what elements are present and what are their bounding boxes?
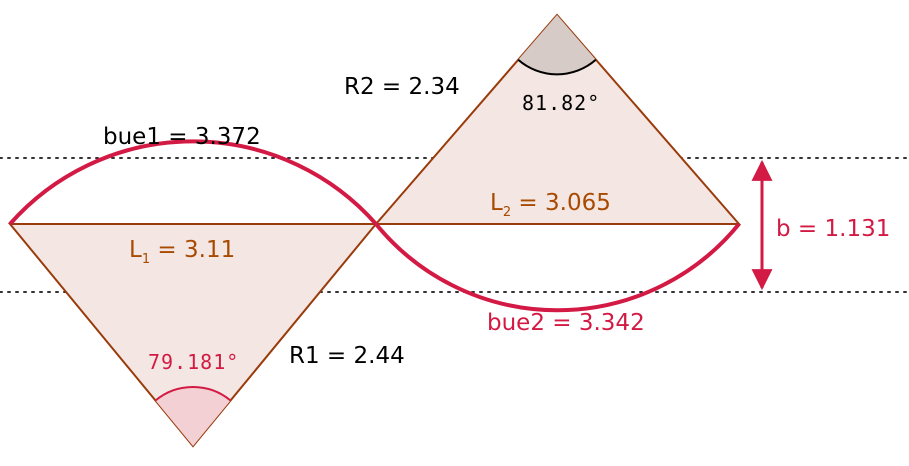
angle-2-arc: [517, 59, 597, 76]
label-r1: R1 = 2.44: [289, 343, 405, 369]
label-angle-2: 81.82°: [522, 91, 600, 115]
label-l1-sub: 1: [142, 252, 150, 267]
label-l2-value: = 3.065: [511, 190, 611, 216]
angle-2-sector: [518, 15, 596, 75]
label-angle-1: 79.181°: [148, 350, 239, 374]
label-bue1: bue1 = 3.372: [103, 124, 261, 150]
arc-bue2: [374, 222, 741, 313]
label-l2: L2 = 3.065: [490, 190, 611, 220]
label-l2-prefix: L: [490, 190, 503, 216]
label-bue2: bue2 = 3.342: [487, 310, 645, 336]
angle-1-arc: [154, 386, 232, 402]
label-r2: R2 = 2.34: [344, 74, 460, 100]
label-l1-value: = 3.11: [150, 237, 235, 263]
label-l1-prefix: L: [129, 237, 142, 263]
triangle-1: [7, 223, 379, 448]
angle-1-sector: [155, 387, 231, 446]
label-l2-sub: 2: [503, 205, 511, 220]
arc-bue1: [8, 139, 378, 226]
triangle-2: [373, 13, 742, 225]
label-l1: L1 = 3.11: [129, 237, 235, 267]
label-b: b = 1.131: [776, 216, 890, 242]
